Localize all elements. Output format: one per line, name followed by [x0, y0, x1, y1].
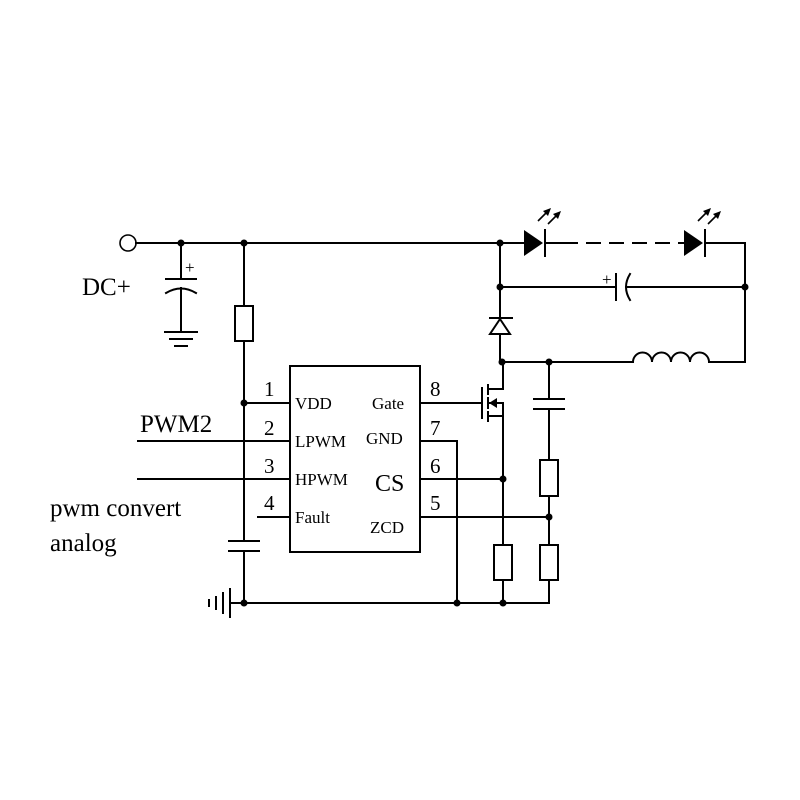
pin-gnd-label: GND [366, 429, 403, 448]
led-2 [684, 208, 721, 257]
led-1 [524, 208, 561, 257]
pin-4-number: 4 [264, 491, 275, 515]
mosfet-switch [481, 361, 504, 546]
chassis-ground-symbol [208, 588, 231, 618]
vdd-capacitor [228, 540, 260, 604]
sense-resistor [493, 544, 513, 581]
dc-plus-terminal [119, 234, 137, 252]
pin-vdd-label: VDD [295, 394, 332, 413]
pin-lpwm-label: LPWM [295, 432, 346, 451]
inductor [631, 351, 711, 364]
pin-cs-label: CS [375, 471, 404, 497]
pin-fault-label: Fault [295, 508, 330, 527]
pin-1-number: 1 [264, 377, 275, 401]
inductor-return-wire [708, 242, 746, 363]
dc-plus-label: DC+ [82, 274, 131, 301]
junction-dot [741, 283, 749, 291]
plus-mark: + [185, 258, 195, 277]
pin-5-number: 5 [430, 491, 441, 515]
zcd-lower-resistor [539, 544, 559, 581]
supply-resistor [234, 305, 254, 342]
pin-7-number: 7 [430, 416, 441, 440]
pin-gate-label: Gate [372, 394, 404, 413]
pin-2-number: 2 [264, 416, 275, 440]
zcd-upper-resistor [539, 459, 559, 497]
input-capacitor: + [164, 242, 198, 333]
controller-ic [289, 365, 421, 553]
gnd-pin-wire [419, 440, 458, 604]
pin-zcd-label: ZCD [370, 518, 404, 537]
output-capacitor: + [602, 270, 632, 302]
analog-label: analog [50, 530, 117, 557]
zcd-capacitor [533, 398, 565, 410]
freewheel-diode [488, 317, 513, 335]
pwm2-label: PWM2 [140, 411, 212, 438]
pwm-convert-label: pwm convert [50, 495, 181, 522]
ground-symbol [164, 331, 198, 347]
pin-6-number: 6 [430, 454, 441, 478]
pin-8-number: 8 [430, 377, 441, 401]
junction-dot [240, 599, 248, 607]
pin-hpwm-label: HPWM [295, 470, 348, 489]
plus-mark: + [602, 270, 612, 289]
pin-3-number: 3 [264, 454, 275, 478]
